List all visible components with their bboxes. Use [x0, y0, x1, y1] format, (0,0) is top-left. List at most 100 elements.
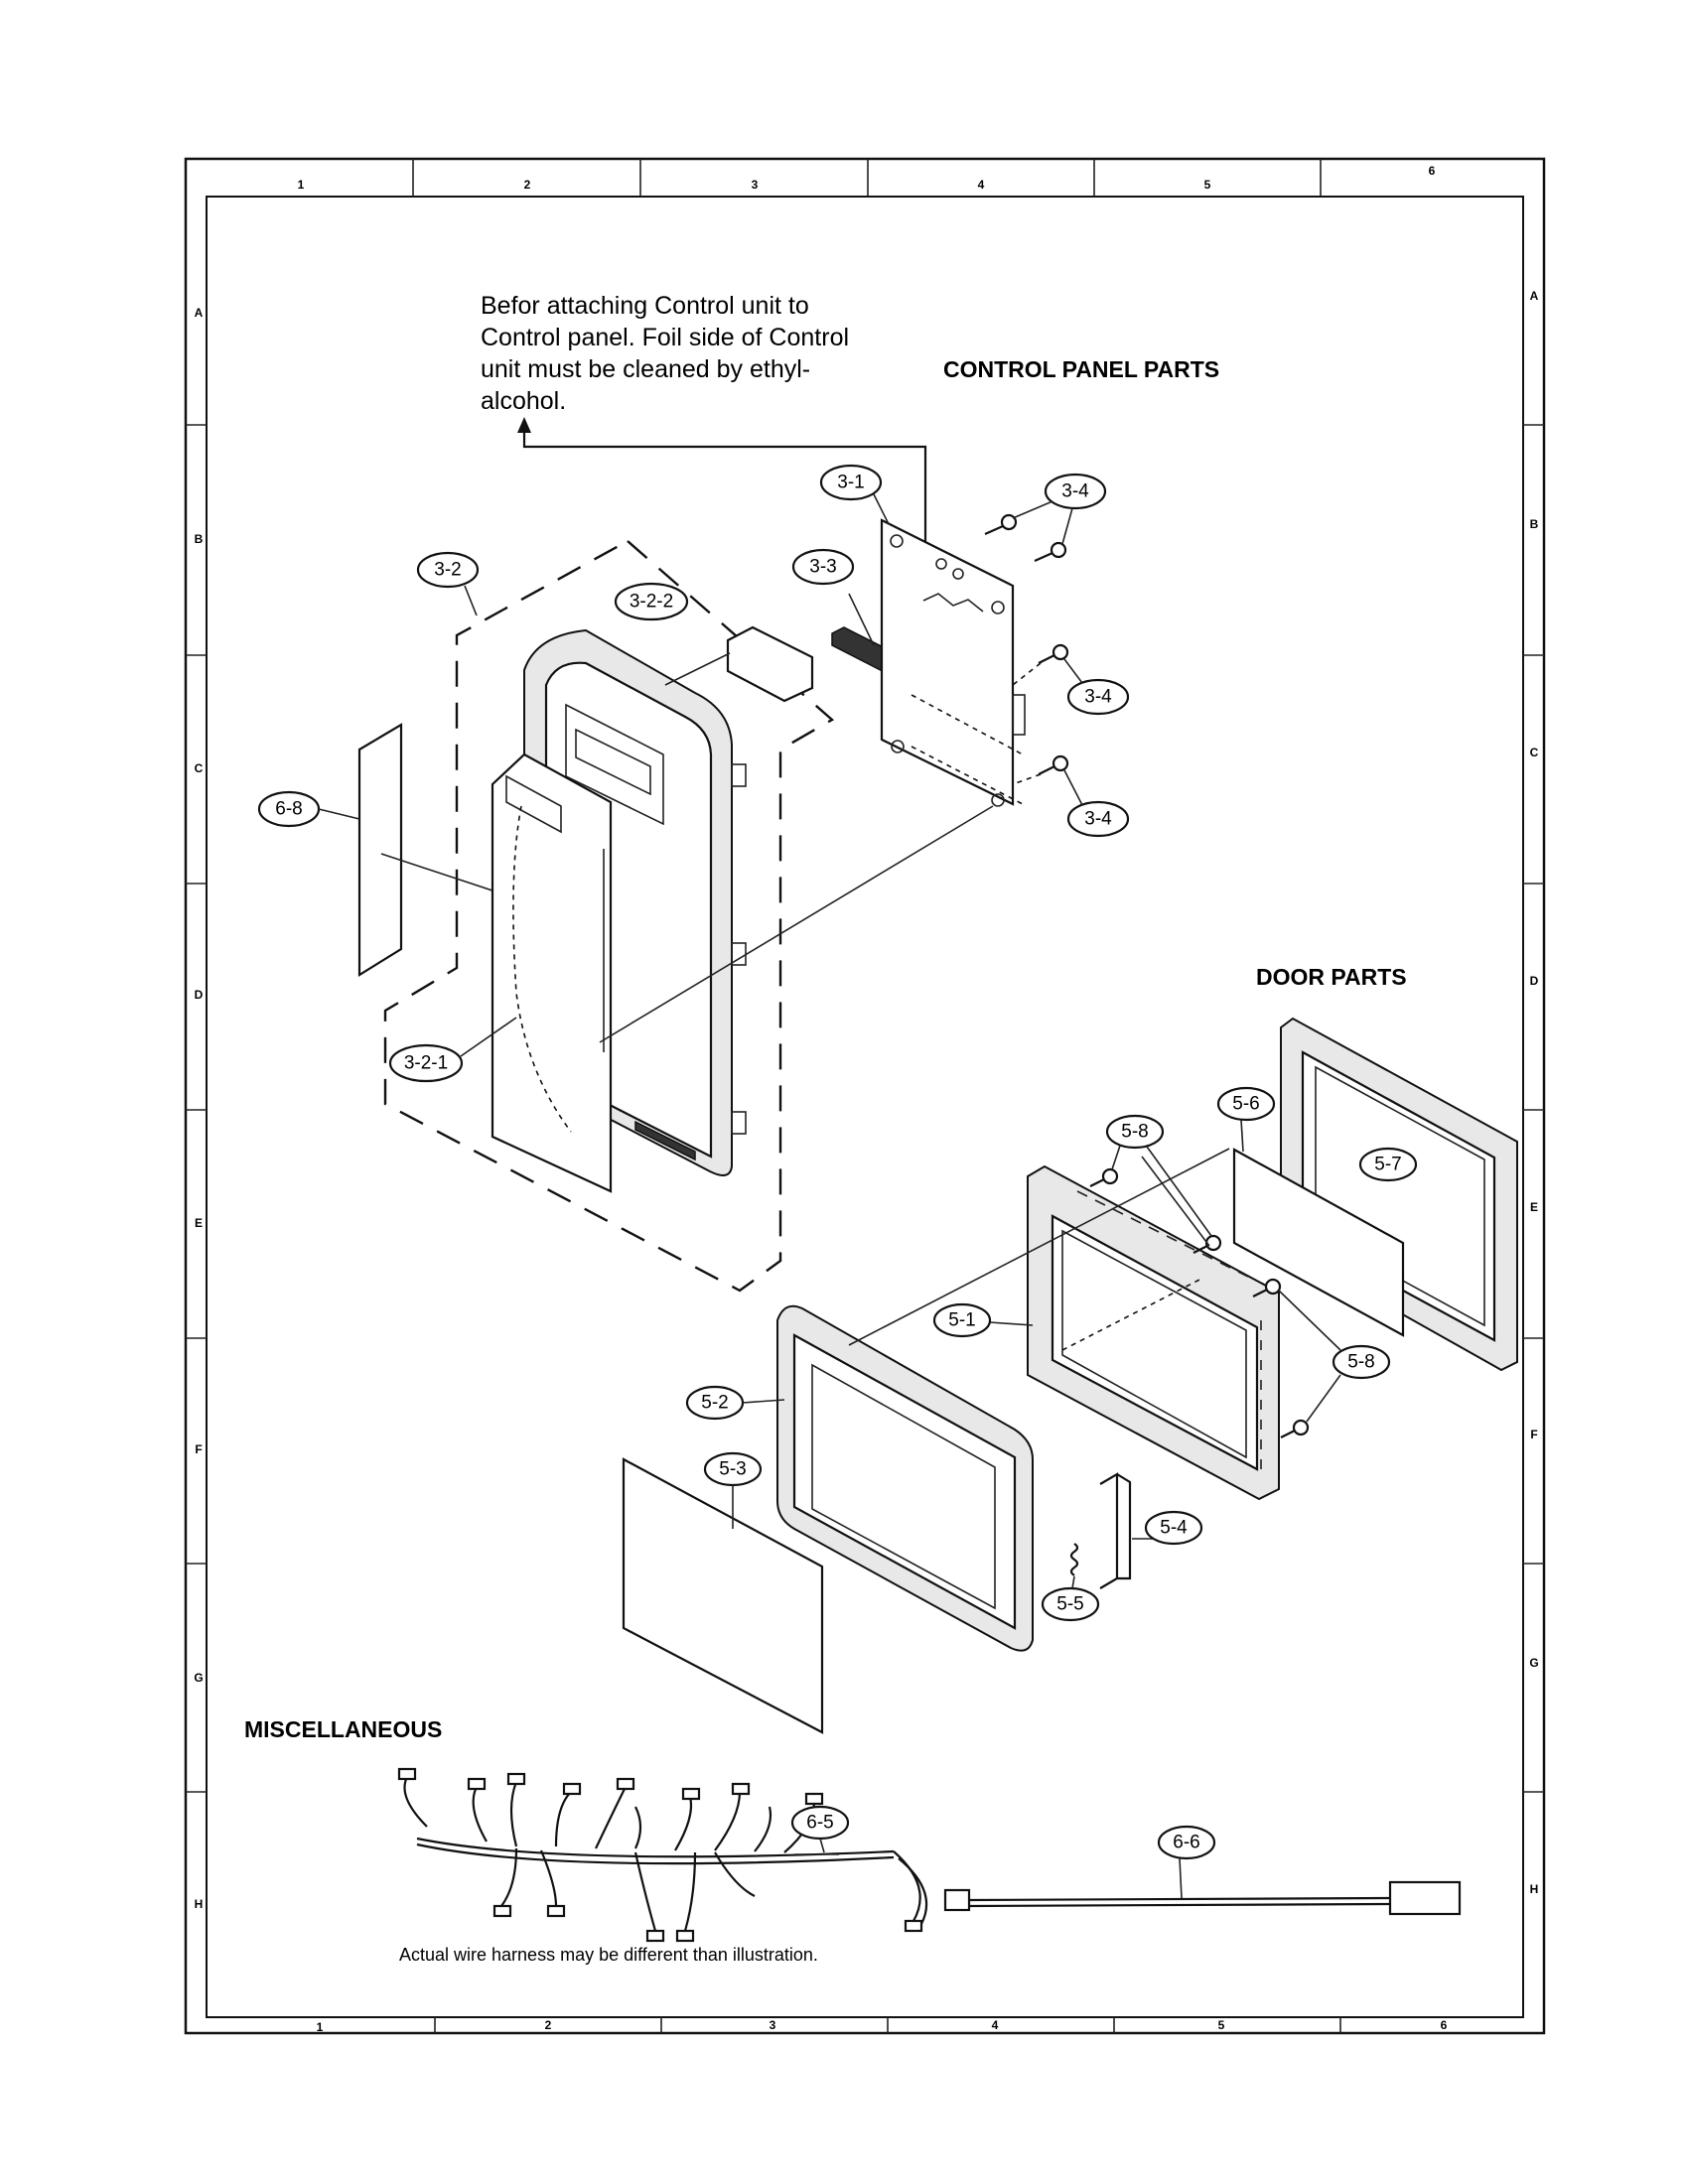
callout-5-3: 5-3 [703, 1451, 763, 1529]
left-zone-F: F [195, 1442, 202, 1456]
left-zone-D: D [195, 988, 204, 1002]
power-cord-6-6 [943, 1857, 1462, 1916]
svg-text:5-8: 5-8 [1347, 1352, 1374, 1373]
top-zone-2: 2 [524, 178, 531, 192]
door-frame-5-7 [1280, 1017, 1518, 1372]
callout-3-4-bottom: 3-4 [1063, 769, 1130, 838]
callout-3-2-2: 3-2-2 [614, 582, 689, 621]
svg-text:5-7: 5-7 [1374, 1155, 1401, 1175]
right-zone-D: D [1530, 974, 1539, 988]
screw-3-4-top-a [984, 513, 1018, 536]
zone-labels: 1 2 3 4 5 6 1 2 3 4 5 6 A B C D E F G H … [194, 164, 1538, 2034]
miscellaneous-heading: MISCELLANEOUS [244, 1716, 442, 1742]
front-film-3-2-1 [491, 752, 613, 1193]
screw-3-4-mid [1038, 643, 1069, 664]
callout-3-4-middle: 3-4 [1063, 658, 1130, 716]
svg-text:3-4: 3-4 [1084, 809, 1112, 830]
label-sheet-6-8 [357, 723, 403, 977]
svg-text:6-5: 6-5 [806, 1813, 833, 1834]
callout-3-2: 3-2 [416, 551, 480, 616]
right-zone-G: G [1529, 1656, 1538, 1670]
control-panel-parts-heading: CONTROL PANEL PARTS [943, 356, 1219, 382]
callout-5-7: 5-7 [1358, 1147, 1418, 1182]
callout-6-6: 6-6 [1157, 1825, 1216, 1860]
right-zone-F: F [1530, 1428, 1537, 1441]
svg-text:3-2-1: 3-2-1 [404, 1053, 448, 1074]
right-zone-C: C [1530, 746, 1539, 759]
top-zone-3: 3 [752, 178, 759, 192]
svg-text:5-8: 5-8 [1121, 1122, 1148, 1143]
door-latch-5-4 [1099, 1472, 1154, 1589]
left-zone-B: B [195, 532, 204, 546]
left-zone-G: G [194, 1671, 203, 1685]
left-zone-H: H [195, 1897, 204, 1911]
front-film-window [505, 774, 562, 834]
top-zone-1: 1 [298, 178, 305, 192]
bottom-zone-2: 2 [545, 2018, 552, 2032]
wire-harness-6-5 [397, 1767, 928, 1943]
callout-5-1: 5-1 [932, 1302, 1034, 1338]
top-zone-6: 6 [1429, 164, 1436, 178]
callout-6-8: 6-8 [257, 790, 360, 828]
door-assembly-dotted-line [1061, 1277, 1204, 1351]
svg-text:3-4: 3-4 [1084, 687, 1112, 708]
left-zone-A: A [195, 306, 204, 320]
door-screws-5-8 [1089, 1167, 1310, 1438]
svg-text:5-6: 5-6 [1232, 1094, 1259, 1115]
left-zone-C: C [195, 761, 204, 775]
callout-5-8-top: 5-8 [1105, 1114, 1212, 1237]
callout-3-4-top: 3-4 [1012, 473, 1107, 545]
note-line-2: Control panel. Foil side of Control [481, 324, 849, 351]
door-glass-5-3 [622, 1457, 824, 1734]
svg-text:3-2-2: 3-2-2 [630, 592, 673, 613]
svg-text:3-4: 3-4 [1061, 481, 1089, 502]
door-film-5-6 [1232, 1148, 1405, 1337]
svg-text:5-1: 5-1 [948, 1310, 975, 1331]
svg-text:6-8: 6-8 [275, 799, 302, 820]
note-line-3: unit must be cleaned by ethyl- [481, 355, 810, 383]
right-zone-A: A [1530, 289, 1539, 303]
svg-text:5-4: 5-4 [1160, 1518, 1188, 1539]
svg-text:3-1: 3-1 [837, 473, 864, 493]
door-outer-panel-5-2 [776, 1304, 1034, 1652]
right-zone-E: E [1530, 1200, 1538, 1214]
control-panel-assembly-boundary [383, 539, 835, 1293]
callout-3-1: 3-1 [819, 464, 890, 525]
callout-3-3: 3-3 [791, 548, 855, 586]
svg-text:3-2: 3-2 [434, 560, 461, 581]
screw-3-4-bottom [1038, 754, 1069, 775]
door-parts-heading: DOOR PARTS [1256, 964, 1407, 990]
bottom-zone-3: 3 [770, 2018, 776, 2032]
drawing-frame [184, 157, 1546, 2035]
left-zone-E: E [195, 1216, 203, 1230]
latch-spring-5-5 [1069, 1543, 1079, 1576]
svg-text:6-6: 6-6 [1173, 1833, 1199, 1853]
right-zone-H: H [1530, 1882, 1539, 1896]
top-zone-5: 5 [1204, 178, 1211, 192]
bottom-zone-1: 1 [317, 2020, 324, 2034]
callout-5-6: 5-6 [1216, 1086, 1276, 1153]
cleaning-note: Befor attaching Control unit to Control … [481, 292, 849, 415]
harness-note: Actual wire harness may be different tha… [399, 1945, 818, 1965]
callout-6-5: 6-5 [790, 1805, 850, 1853]
callout-5-5: 5-5 [1041, 1575, 1100, 1622]
bottom-zone-6: 6 [1441, 2018, 1448, 2032]
svg-text:5-2: 5-2 [701, 1393, 728, 1414]
bottom-zone-4: 4 [992, 2018, 999, 2032]
top-zone-4: 4 [978, 178, 985, 192]
small-panel-3-2-2 [726, 625, 814, 703]
control-unit-board-3-1 [880, 518, 1026, 807]
right-zone-B: B [1530, 517, 1539, 531]
door-inner-frame-5-1 [1027, 1164, 1280, 1501]
svg-text:3-3: 3-3 [809, 557, 836, 578]
svg-text:5-3: 5-3 [719, 1459, 746, 1480]
screw-3-4-top-b [1034, 541, 1067, 563]
callout-5-8-bottom: 5-8 [1278, 1290, 1391, 1423]
callout-5-2: 5-2 [685, 1385, 785, 1421]
bottom-zone-5: 5 [1218, 2018, 1225, 2032]
callout-3-2-1: 3-2-1 [388, 1017, 517, 1083]
note-leader-arrow [517, 417, 927, 615]
svg-text:5-5: 5-5 [1056, 1594, 1083, 1615]
note-line-1: Befor attaching Control unit to [481, 292, 809, 320]
